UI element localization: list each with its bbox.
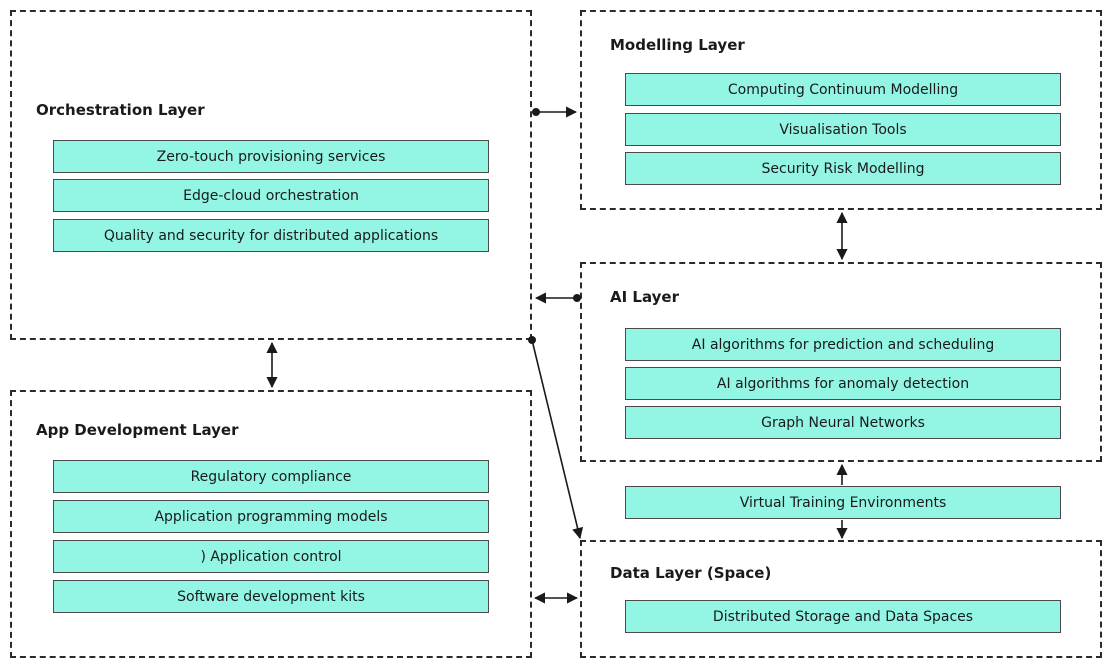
virtual-training-item: Virtual Training Environments <box>625 486 1061 519</box>
arrow-orchestration-to-modelling <box>532 106 578 118</box>
app-development-layer-box <box>10 390 532 658</box>
orchestration-item-zero-touch: Zero-touch provisioning services <box>53 140 489 173</box>
data-layer-title: Data Layer (Space) <box>610 564 772 582</box>
data-layer-box <box>580 540 1102 658</box>
ai-item-gnn: Graph Neural Networks <box>625 406 1061 439</box>
orchestration-item-edge-cloud: Edge-cloud orchestration <box>53 179 489 212</box>
app-item-regulatory: Regulatory compliance <box>53 460 489 493</box>
modelling-item-visualisation: Visualisation Tools <box>625 113 1061 146</box>
modelling-item-continuum: Computing Continuum Modelling <box>625 73 1061 106</box>
modelling-layer-title: Modelling Layer <box>610 36 745 54</box>
orchestration-layer-box <box>10 10 532 340</box>
ai-layer-box <box>580 262 1102 462</box>
data-item-storage: Distributed Storage and Data Spaces <box>625 600 1061 633</box>
orchestration-layer-title: Orchestration Layer <box>36 101 205 119</box>
modelling-item-security-risk: Security Risk Modelling <box>625 152 1061 185</box>
arrow-orchestration-to-data <box>528 336 584 540</box>
modelling-layer-box <box>580 10 1102 210</box>
app-item-programming-models: Application programming models <box>53 500 489 533</box>
ai-item-prediction-scheduling: AI algorithms for prediction and schedul… <box>625 328 1061 361</box>
ai-item-anomaly-detection: AI algorithms for anomaly detection <box>625 367 1061 400</box>
app-item-sdks: Software development kits <box>53 580 489 613</box>
arrow-ai-to-orchestration <box>534 292 581 304</box>
orchestration-item-quality-security: Quality and security for distributed app… <box>53 219 489 252</box>
app-development-layer-title: App Development Layer <box>36 421 239 439</box>
app-item-application-control: ) Application control <box>53 540 489 573</box>
ai-layer-title: AI Layer <box>610 288 679 306</box>
